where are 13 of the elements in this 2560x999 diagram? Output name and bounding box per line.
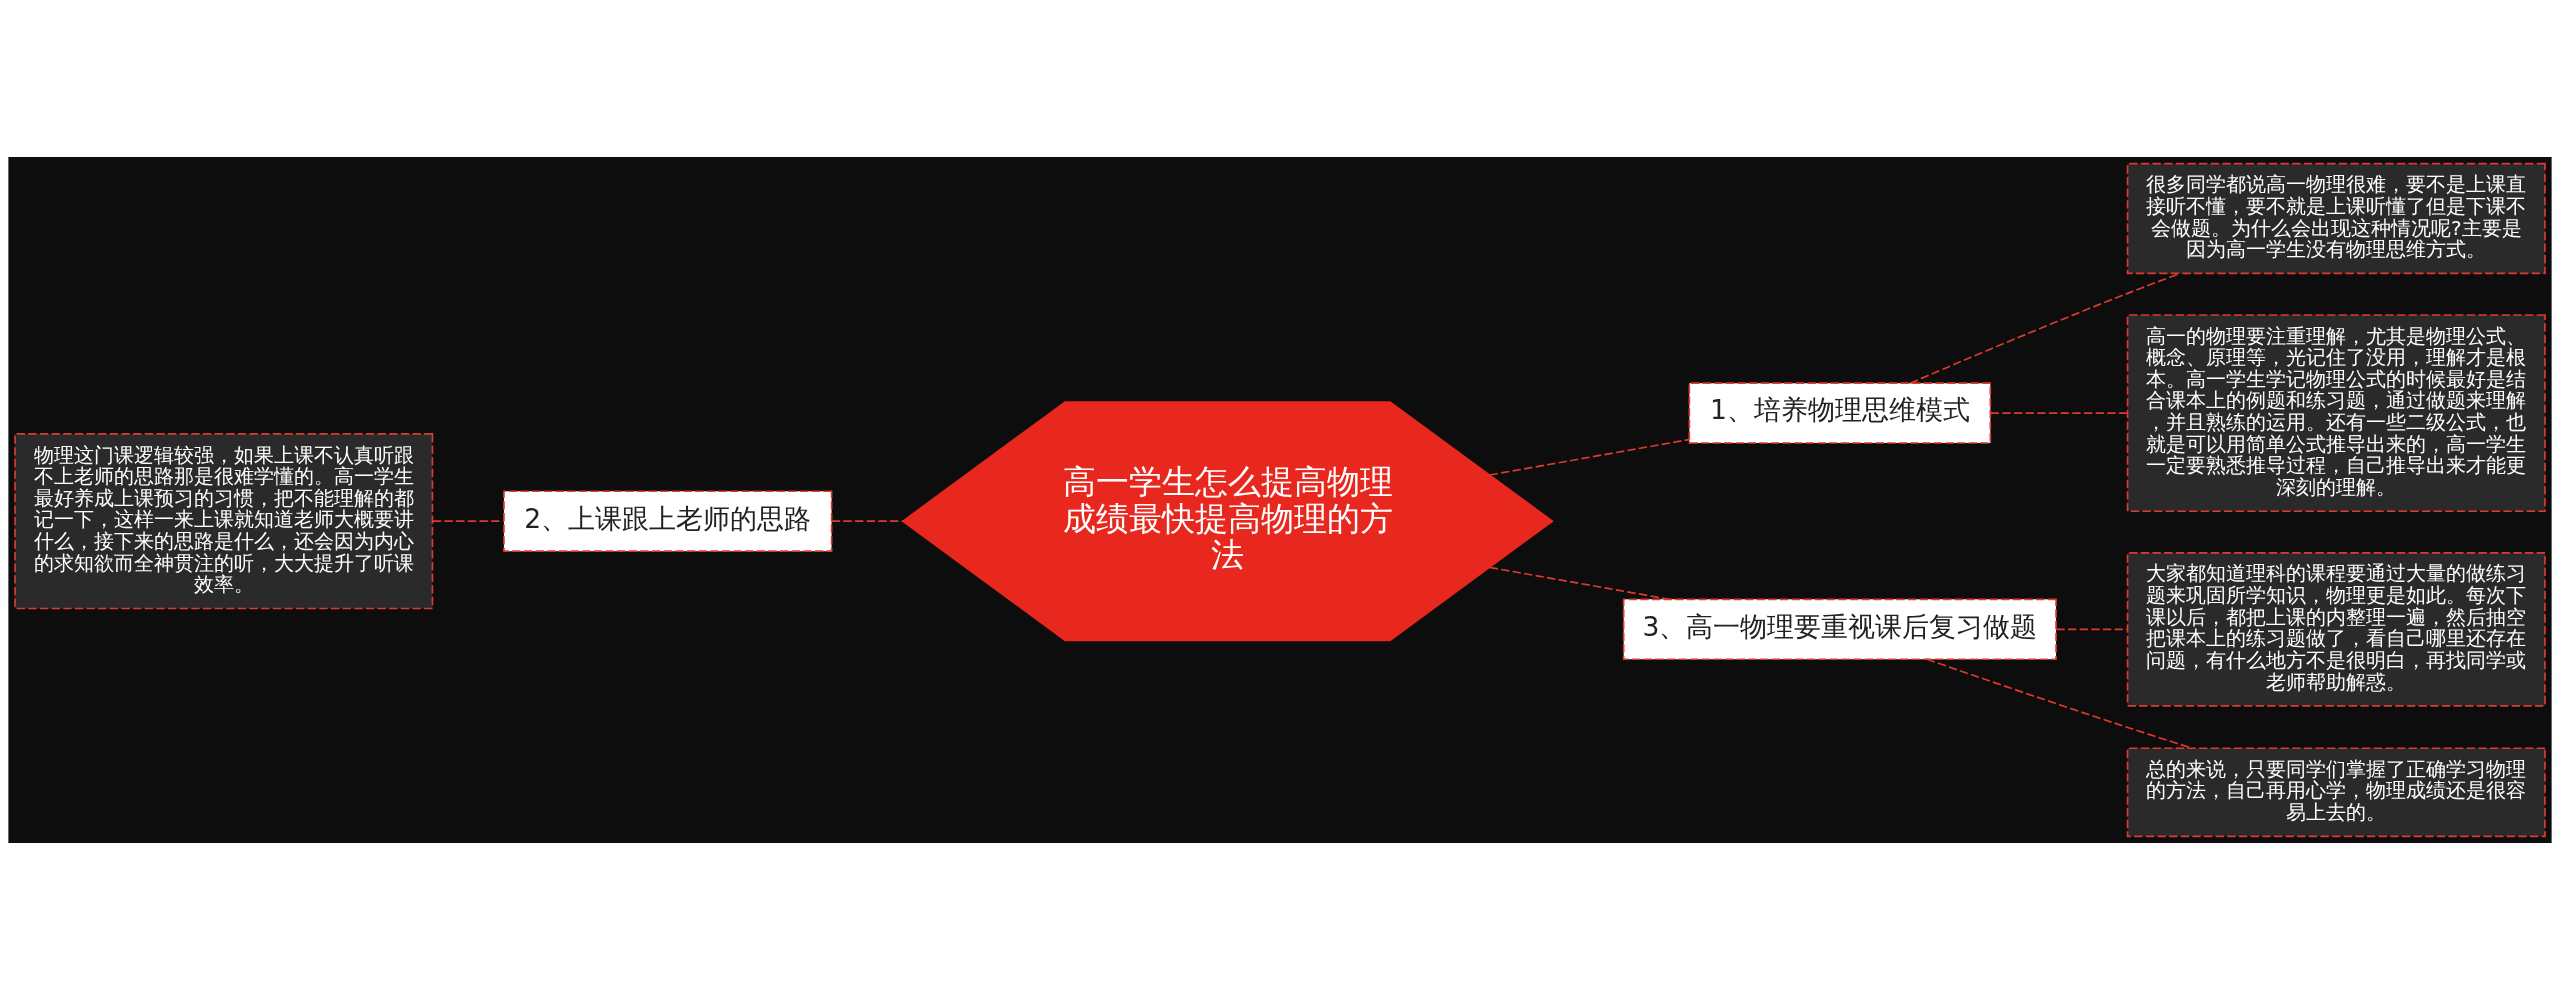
node-box: 大家都知道理科的课程要通过大量的做练习题来巩固所学知识，物理更是如此。每次下课以后，都把上课的内整理一遍，然后抽空把课本上的练习题做了，看自己哪里还存在问题，有什么地方不是很明白，再找同学或老师帮助解惑。 bbox=[2126, 551, 2546, 707]
node-box: 高一的物理要注重理解，尤其是物理公式、概念、原理等，光记住了没用，理解才是根本。高一学生学记物理公式的时候最好是结合课本上的例题和练习题，通过做题来理解，并且熟练的运用。还有一些二级公式，也就是可以用简单公式推导出来的，高一学生一定要熟悉推导过程，自己推导出来才能更深刻的理解。 bbox=[2126, 313, 2546, 512]
node-box: 物理这门课逻辑较强，如果上课不认真听跟不上老师的思路那是很难学懂的。高一学生最好养成上课预习的习惯，把不能理解的都记一下，这样一来上课就知道老师大概要讲什么，接下来的思路是什么，还会因为内心的求知欲而全神贯注的听，大大提升了听课效率。 bbox=[14, 432, 434, 609]
node-box: 3、高一物理要重视课后复习做题 bbox=[1622, 598, 2057, 660]
connector bbox=[2055, 627, 2129, 630]
node-box: 1、培养物理思维模式 bbox=[1688, 381, 1992, 444]
connector bbox=[1488, 566, 1671, 600]
node-box: 总的来说，只要同学们掌握了正确学习物理的方法，自己再用心学，物理成绩还是很容易上去的。 bbox=[2126, 746, 2546, 837]
node-box: 2、上课跟上老师的思路 bbox=[503, 489, 833, 552]
node-box: 很多同学都说高一物理很难，要不是上课直接听不懂，要不就是上课听懂了但是下课不会做题。为什么会出现这种情况呢?主要是因为高一学生没有物理思维方式。 bbox=[2126, 162, 2546, 274]
connector bbox=[1488, 438, 1690, 476]
connector bbox=[831, 519, 904, 522]
connector bbox=[1989, 411, 2128, 414]
